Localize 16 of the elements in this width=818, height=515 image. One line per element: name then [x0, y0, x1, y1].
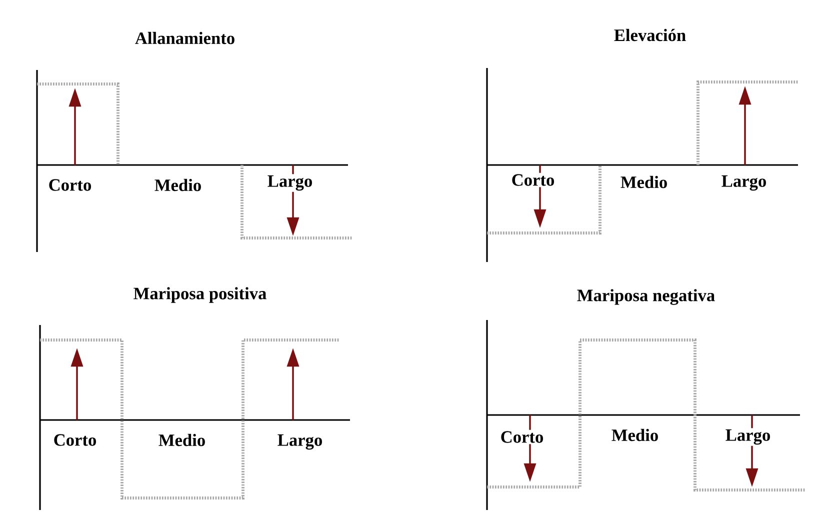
panel-title: Mariposa negativa: [577, 289, 715, 305]
panel-title: Allanamiento: [135, 32, 234, 44]
axis-label: Medio: [619, 174, 669, 190]
axis-label: Corto: [499, 430, 545, 444]
axis-label: Largo: [720, 174, 768, 192]
axis-label: Medio: [157, 432, 207, 448]
axis-label: Largo: [276, 433, 324, 451]
axis-label: Corto: [47, 178, 93, 192]
axis-label: Medio: [610, 428, 660, 442]
axis-label: Largo: [724, 428, 772, 446]
axis-label: Corto: [510, 172, 556, 188]
axis-label: Medio: [153, 178, 203, 192]
panel-title: Elevación: [614, 28, 686, 42]
axis-label: Largo: [266, 174, 314, 192]
panel-title: Mariposa positiva: [134, 287, 266, 303]
axis-label: Corto: [52, 432, 98, 448]
